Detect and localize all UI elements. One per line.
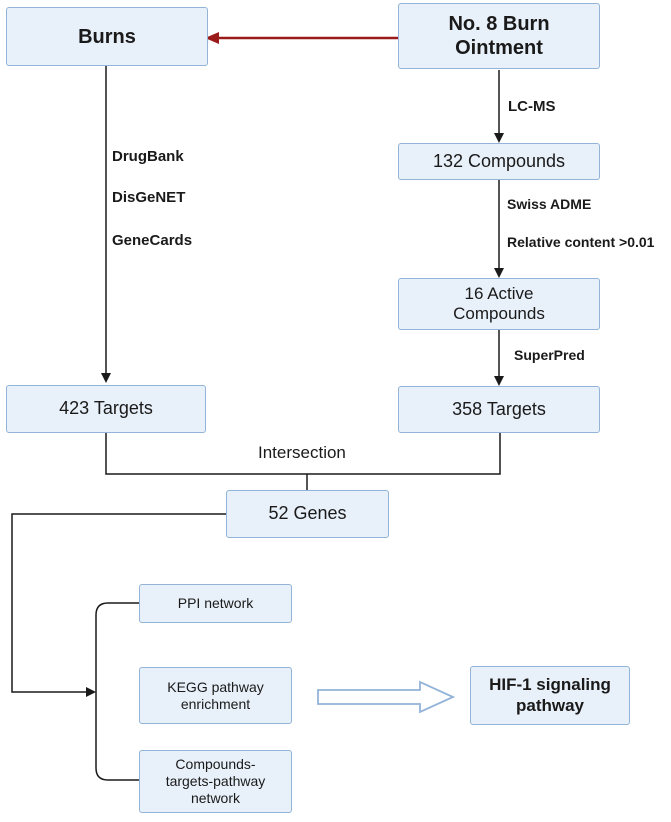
targets-423-label: 423 Targets [59, 398, 153, 419]
compounds-132-node: 132 Compounds [398, 143, 600, 180]
ctp-network-label: Compounds-targets-pathway network [165, 756, 266, 806]
kegg-to-hif1-hollow-arrow [317, 680, 456, 714]
ctp-network-node: Compounds-targets-pathway network [139, 750, 292, 813]
active-compounds-label: 16 Active Compounds [453, 283, 545, 323]
superpred-label: SuperPred [514, 347, 585, 363]
disgenet-label: DisGeNET [112, 189, 186, 206]
genecards-label: GeneCards [112, 232, 193, 249]
targets-423-node: 423 Targets [6, 385, 206, 433]
targets-358-label: 358 Targets [452, 398, 546, 419]
genes-52-node: 52 Genes [226, 490, 389, 538]
ointment-node: No. 8 Burn Ointment [398, 3, 600, 69]
swiss-adme-label: Swiss ADME [507, 196, 592, 212]
intersection-bracket [105, 433, 501, 475]
targets-358-node: 358 Targets [398, 386, 600, 433]
kegg-node: KEGG pathway enrichment [139, 667, 292, 724]
analysis-bracket [95, 602, 139, 781]
burns-node: Burns [6, 7, 208, 66]
drugbank-label: DrugBank [112, 148, 184, 165]
active-compounds-node: 16 Active Compounds [398, 278, 600, 330]
kegg-label: KEGG pathway enrichment [167, 678, 264, 712]
relative-content-label: Relative content >0.01 [507, 234, 655, 250]
ppi-node: PPI network [139, 584, 292, 623]
ppi-label: PPI network [177, 595, 254, 612]
ointment-label: No. 8 Burn Ointment [448, 13, 550, 59]
genes-to-analysis-connector [11, 513, 226, 697]
genes-52-label: 52 Genes [268, 503, 347, 524]
lcms-label: LC-MS [508, 98, 556, 115]
hif1-label: HIF-1 signaling pathway [489, 675, 611, 715]
compounds-132-label: 132 Compounds [432, 150, 566, 171]
hif1-node: HIF-1 signaling pathway [470, 666, 630, 725]
burns-label: Burns [78, 25, 136, 48]
intersection-label: Intersection [258, 443, 346, 462]
